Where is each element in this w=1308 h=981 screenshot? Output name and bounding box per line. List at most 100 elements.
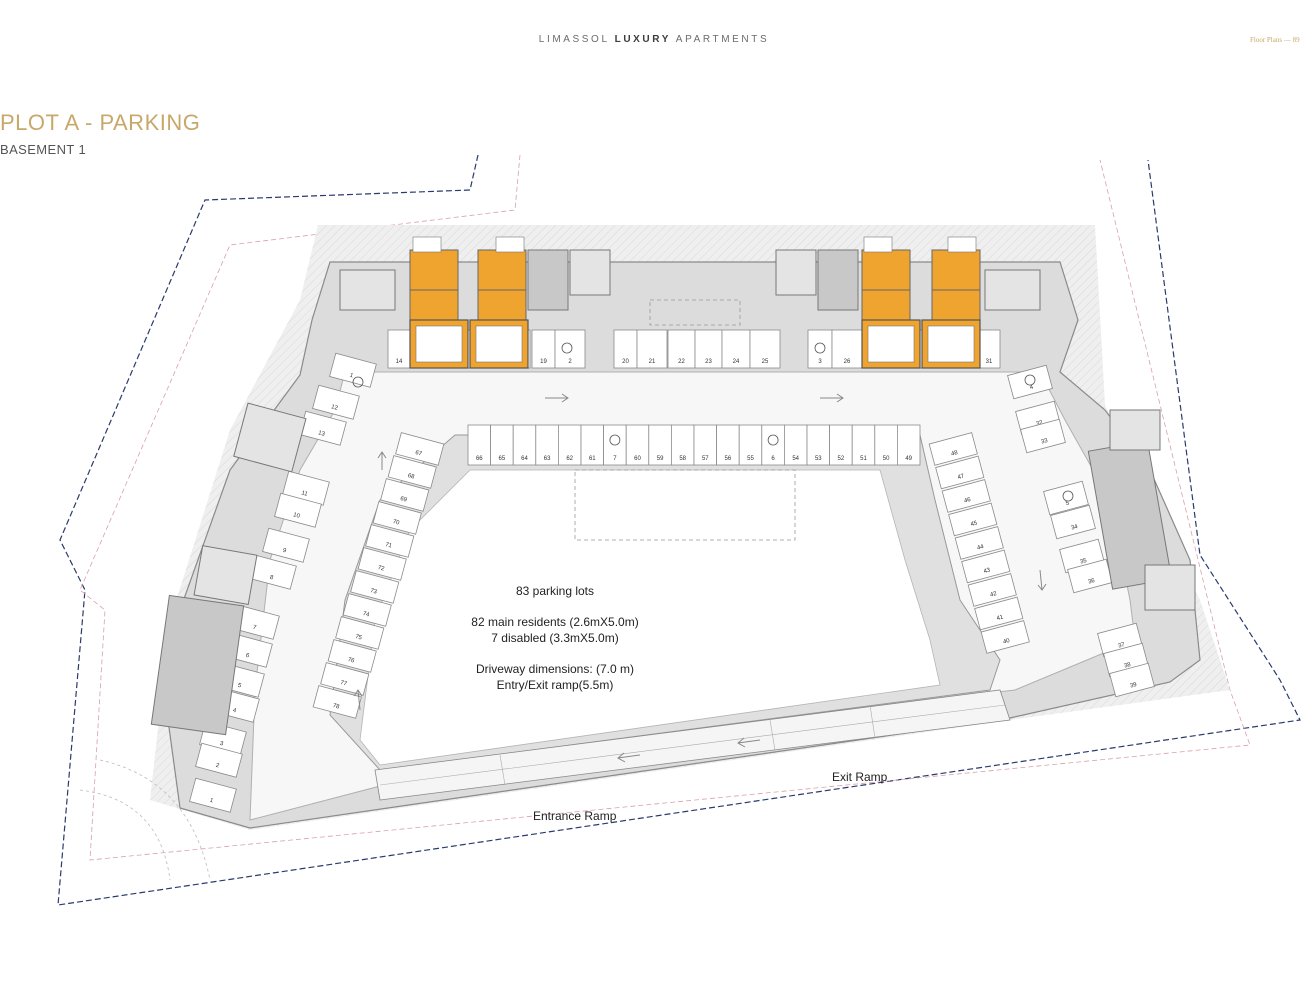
parking-space-number: 2 — [568, 359, 572, 365]
curve-bl-2 — [99, 759, 211, 881]
parking-space-number: 34 — [1071, 524, 1080, 532]
parking-space-number: 61 — [589, 456, 596, 462]
parking-space-number: 36 — [1088, 578, 1097, 586]
ramp-line-1 — [379, 704, 1006, 786]
parking-space-number: 3 — [818, 359, 822, 365]
parking-space: 52 — [829, 424, 853, 466]
parking-space: 23 — [694, 329, 723, 369]
parking-space: 19 — [531, 329, 556, 369]
parking-space: 73 — [350, 570, 400, 604]
parking-space-number: 38 — [1124, 662, 1133, 670]
brand-prefix: LIMASSOL — [538, 34, 610, 45]
parking-space: 5 — [1043, 480, 1089, 516]
brand-header: LIMASSOL LUXURY APARTMENTS — [0, 34, 1308, 45]
parking-space-number: 7 — [252, 625, 257, 632]
parking-space: 78 — [312, 685, 362, 719]
parking-space-number: 68 — [407, 473, 416, 481]
parking-space-number: 35 — [1080, 558, 1089, 566]
parking-space-number: 7 — [613, 456, 617, 462]
parking-space: 1 — [329, 352, 377, 388]
parking-space: 8 — [249, 554, 297, 590]
stair-block-left-2 — [193, 545, 258, 606]
plot-title: PLOT A - PARKING — [0, 110, 201, 135]
parking-space-number: 52 — [838, 456, 845, 462]
parking-space: 9 — [262, 527, 310, 563]
parking-space-number: 41 — [996, 614, 1005, 622]
ramp-divider-1 — [499, 754, 506, 786]
parking-space-number: 59 — [657, 456, 664, 462]
parking-space: 75 — [335, 616, 385, 650]
parking-space-number: 25 — [762, 359, 769, 365]
core-right-1 — [861, 236, 921, 369]
ramp-divider-2 — [769, 719, 776, 751]
parking-space: 25 — [749, 329, 781, 369]
parking-space-number: 37 — [1118, 642, 1127, 650]
parking-space: 62 — [558, 424, 582, 466]
parking-space-number: 77 — [339, 680, 348, 688]
parking-space: 59 — [648, 424, 672, 466]
stair-block-corner-right — [984, 269, 1041, 311]
parking-space-number: 67 — [414, 450, 423, 458]
parking-space: 53 — [806, 424, 831, 466]
stair-block-top-right — [775, 249, 817, 296]
core-left-2 — [469, 236, 529, 369]
parking-space-number: 46 — [964, 497, 973, 505]
parking-space: 43 — [961, 549, 1011, 584]
parking-space: 44 — [954, 526, 1004, 560]
parking-space-number: 78 — [332, 703, 341, 711]
parking-space-number: 19 — [540, 359, 547, 365]
parking-space: 3 — [807, 329, 833, 369]
parking-space: 56 — [716, 424, 740, 466]
parking-space: 14 — [387, 329, 411, 369]
parking-space: 45 — [948, 502, 998, 537]
parking-space: 2 — [195, 742, 243, 778]
disabled-parking-icon — [1024, 374, 1036, 386]
parking-space: 26 — [831, 329, 863, 369]
info-total: 83 parking lots — [515, 584, 595, 598]
parking-space: 69 — [380, 478, 430, 512]
parking-space: 77 — [320, 662, 370, 696]
parking-space: 65 — [490, 424, 514, 466]
disabled-parking-icon — [609, 434, 621, 446]
parking-space-number: 62 — [566, 456, 573, 462]
parking-space-number: 44 — [977, 544, 986, 552]
parking-space: 63 — [535, 424, 559, 466]
parking-space-number: 50 — [883, 456, 890, 462]
parking-space: 46 — [941, 479, 991, 513]
footprint-dashed — [574, 469, 796, 541]
parking-space-number: 21 — [649, 359, 656, 365]
parking-space-number: 65 — [499, 456, 506, 462]
parking-space-number: 5 — [237, 683, 242, 690]
service-block-top-right — [817, 249, 859, 311]
parking-space: 74 — [342, 593, 392, 627]
parking-space-number: 8 — [269, 575, 274, 582]
stair-block-right-2 — [1144, 564, 1196, 611]
curve-bl — [79, 789, 171, 881]
parking-space-number: 31 — [986, 359, 993, 365]
parking-space-number: 26 — [844, 359, 851, 365]
parking-space-number: 74 — [362, 611, 371, 619]
parking-space-number: 69 — [399, 496, 408, 504]
disabled-parking-icon — [767, 434, 779, 446]
parking-space: 1 — [189, 777, 237, 813]
brand-bold: LUXURY — [614, 34, 671, 45]
parking-space-number: 6 — [245, 653, 250, 660]
parking-space: 50 — [874, 424, 898, 466]
parking-space-number: 9 — [282, 548, 287, 555]
parking-space-number: 45 — [970, 520, 979, 528]
parking-space: 13 — [299, 410, 347, 446]
parking-space-number: 4 — [1029, 384, 1034, 391]
parking-space: 68 — [387, 455, 437, 489]
disabled-parking-icon — [814, 342, 826, 354]
info-ramp: Entry/Exit ramp(5.5m) — [496, 678, 614, 692]
disabled-parking-icon — [1062, 490, 1074, 502]
parking-space: 64 — [512, 424, 537, 466]
parking-space: 71 — [365, 524, 415, 558]
parking-space-number: 39 — [1130, 682, 1139, 690]
parking-space-number: 76 — [347, 657, 356, 665]
parking-space: 48 — [928, 432, 978, 466]
stair-block-left — [233, 402, 307, 473]
parking-space-number: 4 — [232, 708, 237, 715]
